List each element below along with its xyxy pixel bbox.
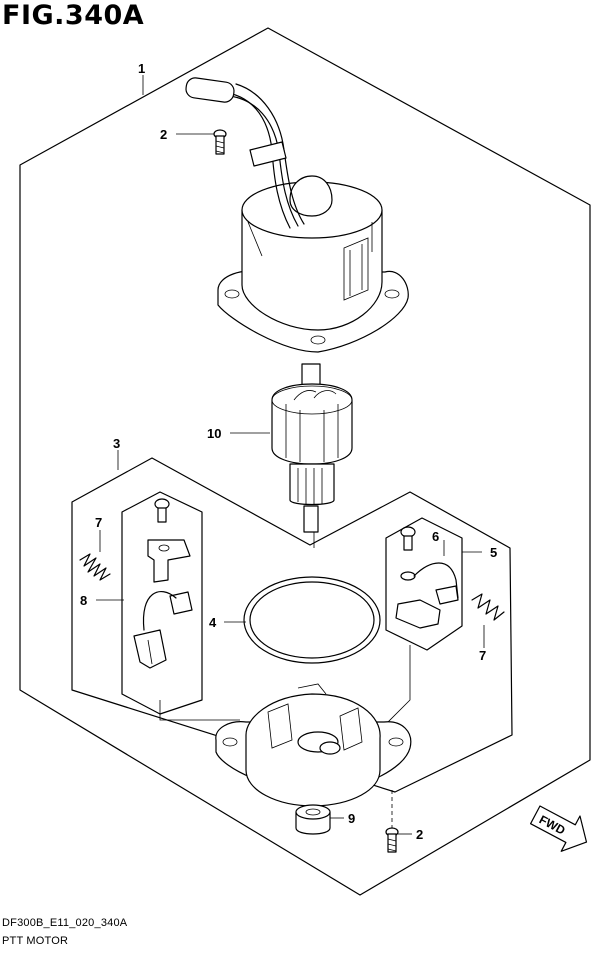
spring-right <box>471 593 505 621</box>
figure-title: FIG.340A <box>2 0 145 31</box>
callout-2-top: 2 <box>160 127 167 142</box>
brush-holder-box-right <box>385 517 463 651</box>
callout-7-left: 7 <box>95 515 102 530</box>
lead-wire <box>185 77 305 229</box>
motor-yoke <box>217 175 409 353</box>
o-ring <box>243 576 381 664</box>
callout-6: 6 <box>432 529 439 544</box>
assembly-outline <box>19 27 591 896</box>
connector-right <box>379 645 411 731</box>
fwd-arrow: FWD <box>529 805 588 852</box>
brush-holder-right <box>395 526 459 629</box>
callout-10: 10 <box>207 426 221 441</box>
connector-left <box>159 700 240 721</box>
grommet <box>295 804 331 835</box>
brush-assembly-outline <box>71 457 513 793</box>
footer-title: PTT MOTOR <box>2 935 69 947</box>
callout-9: 9 <box>348 811 355 826</box>
leader-lines <box>96 75 485 835</box>
callout-8: 8 <box>80 593 87 608</box>
footer-code: DF300B_E11_020_340A <box>2 917 128 929</box>
callout-7-right: 7 <box>479 648 486 663</box>
callout-5: 5 <box>490 545 497 560</box>
callout-1: 1 <box>138 61 145 76</box>
callout-2-bottom: 2 <box>416 827 423 842</box>
brush-holder-left <box>133 498 193 669</box>
callout-3: 3 <box>113 436 120 451</box>
spring-left <box>79 553 111 581</box>
screw-bottom <box>385 827 399 853</box>
callout-4: 4 <box>209 615 217 630</box>
screw-top <box>213 129 227 155</box>
armature <box>271 363 353 533</box>
end-bracket <box>215 683 412 807</box>
brush-holder-box-left <box>121 491 203 715</box>
